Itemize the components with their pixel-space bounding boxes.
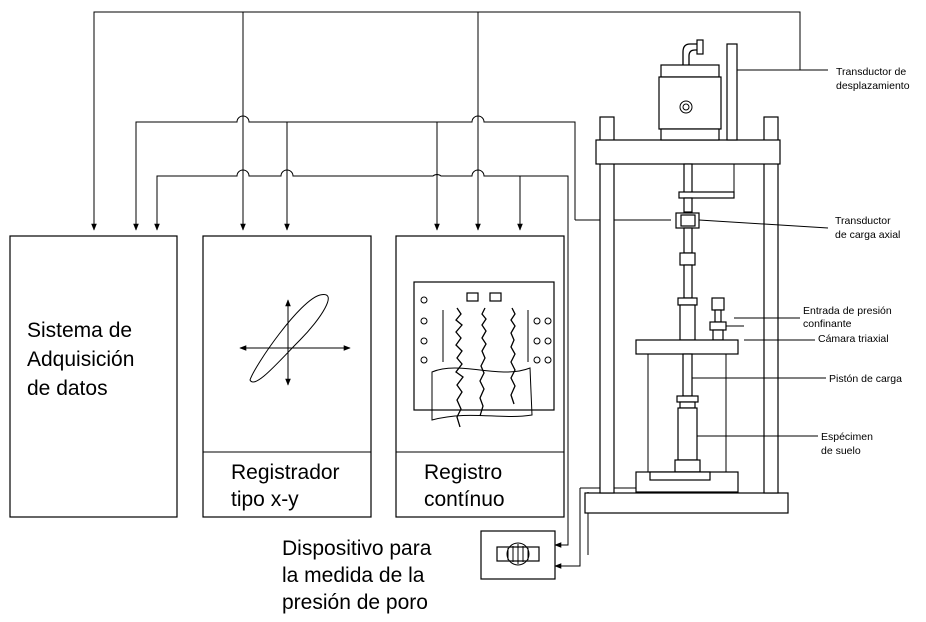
daq-label-3: de datos — [27, 377, 108, 400]
axial-load-transducer-label-2: de carga axial — [835, 229, 900, 241]
specimen-label-1: Espécimen — [821, 431, 873, 443]
xy-recorder-label-2: tipo x-y — [231, 488, 299, 511]
displacement-transducer-label-1: Transductor de — [836, 66, 906, 78]
triaxial-frame — [584, 39, 800, 514]
pore-pressure-device — [480, 530, 556, 580]
displacement-transducer-label-2: desplazamiento — [836, 80, 910, 92]
xy-plot — [239, 294, 351, 386]
confining-pressure-label-1: Entrada de presión — [803, 305, 892, 317]
xy-recorder-label-1: Registrador — [231, 461, 340, 484]
daq-label-2: Adquisición — [27, 348, 134, 371]
strip-chart — [413, 281, 555, 428]
daq-label-1: Sistema de — [27, 319, 132, 342]
specimen-label-2: de suelo — [821, 445, 861, 457]
strip-holes — [420, 296, 552, 364]
continuous-label-2: contínuo — [424, 488, 505, 511]
axial-load-transducer-label-1: Transductor — [835, 215, 891, 227]
daq-box — [9, 235, 178, 518]
pore-pressure-label-3: presión de poro — [282, 591, 428, 614]
triaxial-cell-label: Cámara triaxial — [818, 333, 889, 345]
pore-pressure-label-2: la medida de la — [282, 564, 425, 587]
pore-pressure-label-1: Dispositivo para — [282, 537, 432, 560]
confining-pressure-label-2: confinante — [803, 318, 852, 330]
continuous-label-1: Registro — [424, 461, 502, 484]
callout-pointers — [692, 219, 829, 437]
load-piston-label: Pistón de carga — [829, 373, 902, 385]
